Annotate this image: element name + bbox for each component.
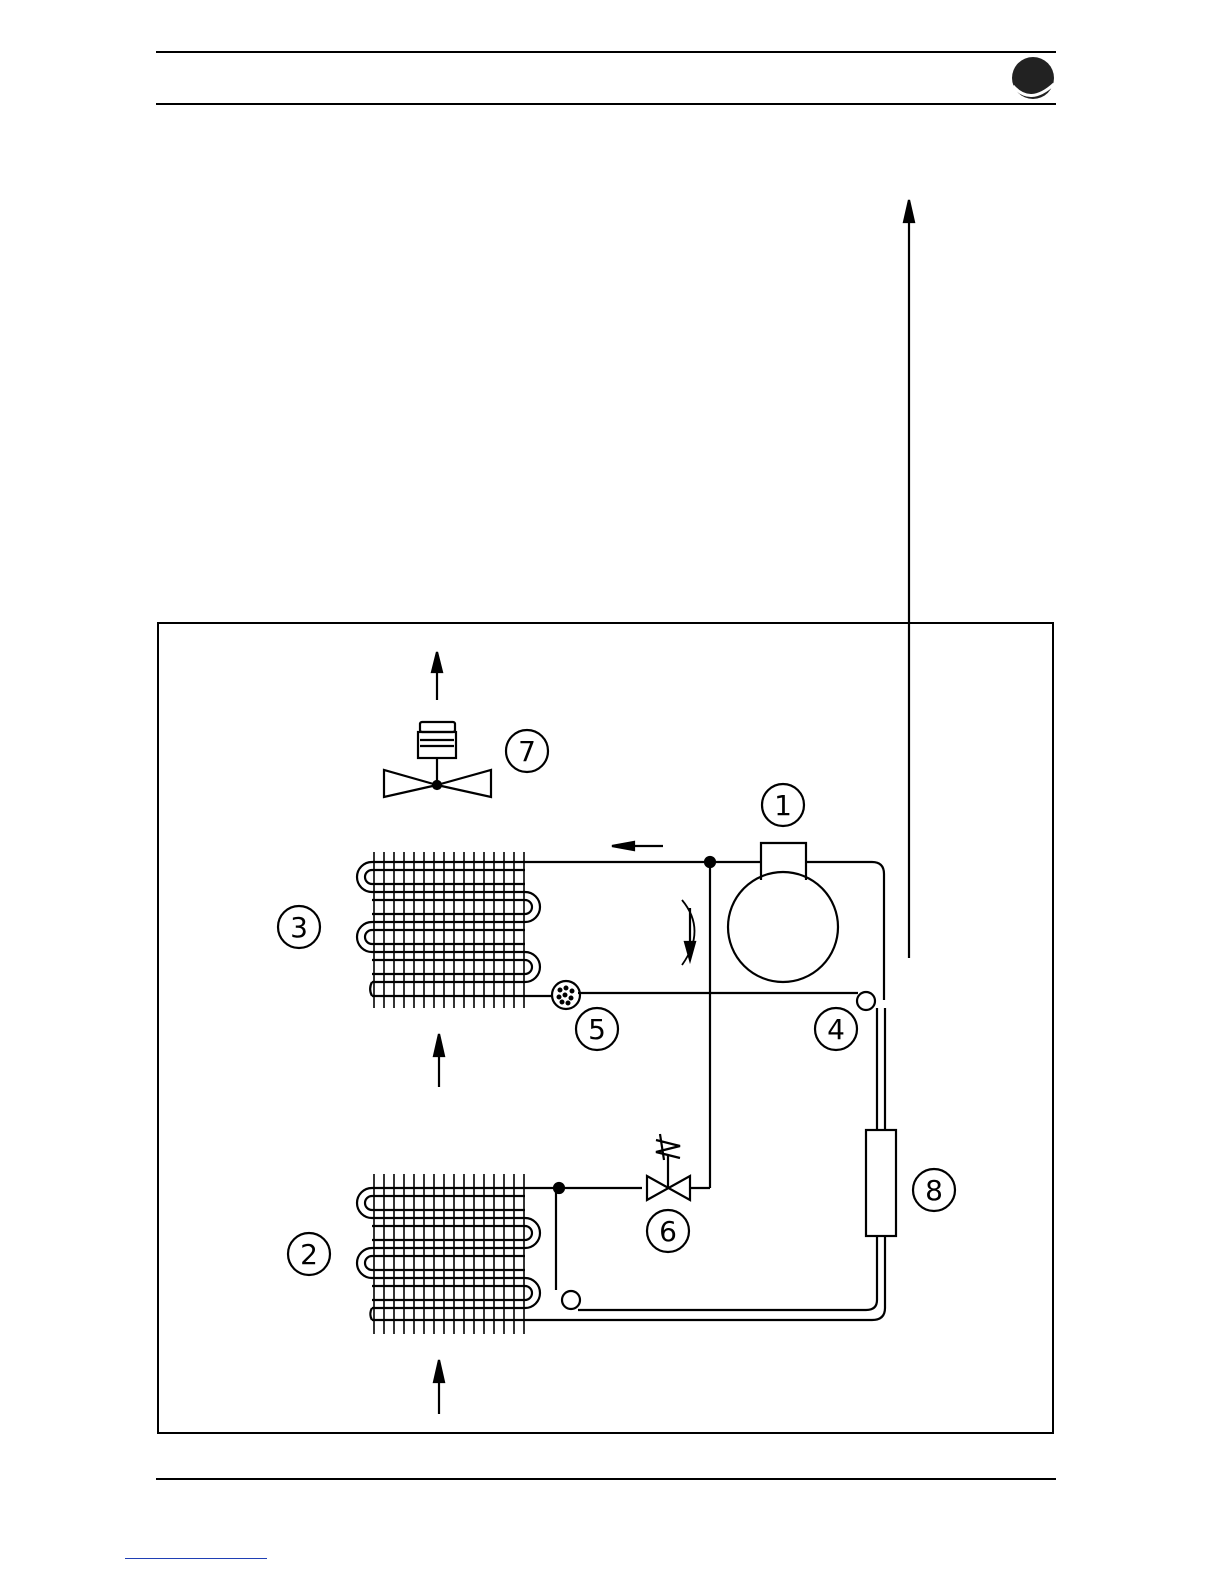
component-8-body bbox=[866, 1130, 896, 1236]
svg-text:2: 2 bbox=[300, 1238, 318, 1271]
callout-labels: 1 2 3 4 5 6 7 8 bbox=[278, 730, 955, 1275]
evaporator-fins bbox=[374, 1174, 524, 1334]
footer-link-underline[interactable] bbox=[125, 1558, 267, 1559]
svg-text:6: 6 bbox=[659, 1215, 677, 1248]
svg-text:1: 1 bbox=[774, 789, 792, 822]
compressor bbox=[728, 843, 838, 982]
piping bbox=[525, 862, 885, 1320]
evaporator-coil bbox=[357, 1188, 556, 1320]
callout-4: 4 bbox=[815, 1008, 857, 1050]
callout-1: 1 bbox=[762, 784, 804, 826]
svg-text:7: 7 bbox=[518, 735, 536, 768]
callout-6: 6 bbox=[647, 1210, 689, 1252]
svg-text:3: 3 bbox=[290, 911, 308, 944]
svg-text:4: 4 bbox=[827, 1013, 845, 1046]
callout-7: 7 bbox=[506, 730, 548, 772]
footer-rule bbox=[156, 1478, 1056, 1480]
expansion-valve bbox=[647, 1134, 690, 1200]
callout-5: 5 bbox=[576, 1008, 618, 1050]
svg-text:8: 8 bbox=[925, 1174, 943, 1207]
filter-dryer bbox=[552, 981, 580, 1009]
junction-dot bbox=[554, 1183, 564, 1193]
callout-8: 8 bbox=[913, 1169, 955, 1211]
fan-icon bbox=[384, 722, 491, 797]
callout-3: 3 bbox=[278, 906, 320, 948]
junction-dot bbox=[705, 857, 715, 867]
junction-4-circle bbox=[857, 992, 875, 1010]
callout-2: 2 bbox=[288, 1233, 330, 1275]
svg-text:5: 5 bbox=[588, 1013, 606, 1046]
return-circle bbox=[562, 1291, 580, 1309]
